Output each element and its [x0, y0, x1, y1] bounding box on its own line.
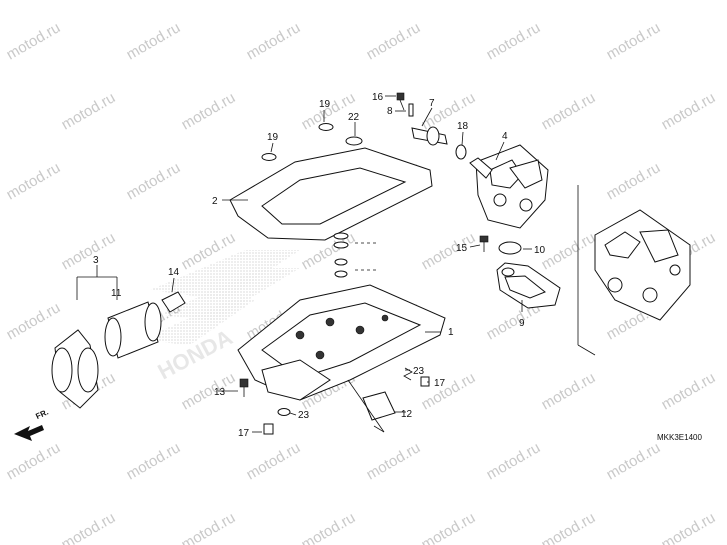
drain-plug-17a: [263, 423, 274, 435]
callout-13: 13: [214, 387, 226, 398]
pin-8: [408, 103, 414, 117]
seal-18: [455, 144, 467, 160]
callout-4: 4: [502, 131, 508, 142]
front-direction-marker: FR.: [14, 407, 50, 441]
callout-12: 12: [401, 409, 413, 420]
callout-23a: 23: [413, 366, 425, 377]
watermark-text: motod.ru: [484, 439, 544, 483]
bolt-15: [479, 235, 489, 252]
bolt-16: [396, 92, 405, 111]
front-marker-label: FR.: [34, 407, 49, 421]
washer-23b: [277, 408, 291, 416]
leader-lines: [76, 95, 532, 433]
oil-strainer: [496, 262, 561, 309]
watermark-text: motod.ru: [59, 229, 119, 273]
oil-filter-cartridge: [104, 301, 162, 359]
watermark-text: motod.ru: [539, 229, 599, 273]
o-ring-stack: [333, 232, 378, 278]
callout-19a: 19: [319, 99, 331, 110]
watermark-text: motod.ru: [124, 439, 184, 483]
seal-10: [498, 241, 522, 255]
callout-9: 9: [519, 318, 525, 329]
callout-18: 18: [457, 121, 469, 132]
watermark-text: motod.ru: [179, 89, 239, 133]
callout-7: 7: [429, 98, 435, 109]
watermark-text: motod.ru: [4, 299, 64, 343]
callout-22: 22: [348, 112, 360, 123]
callout-3: 3: [93, 255, 99, 266]
watermark-text: motod.ru: [179, 509, 239, 545]
watermark-text: motod.ru: [724, 159, 727, 203]
cover-plate-12: [362, 391, 396, 421]
watermark-text: motod.ru: [4, 439, 64, 483]
watermark-text: motod.ru: [299, 509, 359, 545]
watermark-text: motod.ru: [364, 439, 424, 483]
watermark-text: motod.ru: [604, 19, 664, 63]
watermark-text: motod.ru: [539, 509, 599, 545]
watermark-text: motod.ru: [419, 229, 479, 273]
drain-plug-17b: [420, 376, 430, 387]
honda-emblem: HONDA: [140, 250, 300, 384]
callout-23b: 23: [298, 410, 310, 421]
watermark-text: motod.ru: [364, 19, 424, 63]
callout-19b: 19: [267, 132, 279, 143]
watermark-text: motod.ru: [659, 509, 719, 545]
diagram-code: MKK3E1400: [657, 433, 702, 442]
watermark-text: motod.ru: [484, 19, 544, 63]
oil-pan: [237, 284, 446, 401]
watermark-text: motod.ru: [724, 299, 727, 343]
callout-15: 15: [456, 243, 468, 254]
watermark-text: motod.ru: [4, 159, 64, 203]
watermark-text: motod.ru: [419, 369, 479, 413]
oil-filter-cap: [51, 329, 99, 409]
watermark-text: motod.ru: [539, 89, 599, 133]
watermark-text: motod.ru: [724, 19, 727, 63]
watermark-text: motod.ru: [659, 89, 719, 133]
callout-17b: 17: [434, 378, 446, 389]
oil-pump-shaft-7: [411, 126, 448, 146]
watermark-text: motod.ru: [539, 369, 599, 413]
watermark-text: motod.ru: [604, 159, 664, 203]
oil-pan-gasket: [229, 147, 433, 241]
watermark-text: motod.ru: [419, 89, 479, 133]
watermark-text: motod.ru: [59, 509, 119, 545]
callout-17a: 17: [238, 428, 250, 439]
watermark-text: motod.ru: [419, 509, 479, 545]
watermark-text: motod.ru: [124, 19, 184, 63]
callout-16: 16: [372, 92, 384, 103]
callout-11: 11: [111, 288, 122, 299]
callout-14: 14: [168, 267, 180, 278]
o-ring-19a: [261, 153, 277, 161]
watermark-text: motod.ru: [59, 89, 119, 133]
watermark-text: motod.ru: [124, 159, 184, 203]
callout-8: 8: [387, 106, 393, 117]
oil-filter-boss-14: [161, 291, 186, 313]
watermark-text: motod.ru: [724, 439, 727, 483]
callout-2: 2: [212, 196, 218, 207]
watermark-text: motod.ru: [244, 439, 304, 483]
callout-10: 10: [534, 245, 546, 256]
watermark-text: motod.ru: [659, 369, 719, 413]
watermark-text: motod.ru: [604, 439, 664, 483]
callout-1: 1: [448, 327, 454, 338]
bolt-13: [239, 378, 249, 397]
oil-pump-detail-view: [577, 185, 691, 356]
watermark-text: motod.ru: [4, 19, 64, 63]
callouts: 1 2 3 4 7 8 9 10 11 12 13 14 15 16 17 17…: [93, 92, 546, 439]
o-ring-19b: [318, 123, 334, 131]
o-ring-22: [345, 136, 363, 146]
watermark-text: motod.ru: [244, 19, 304, 63]
oil-pump: [469, 144, 549, 229]
